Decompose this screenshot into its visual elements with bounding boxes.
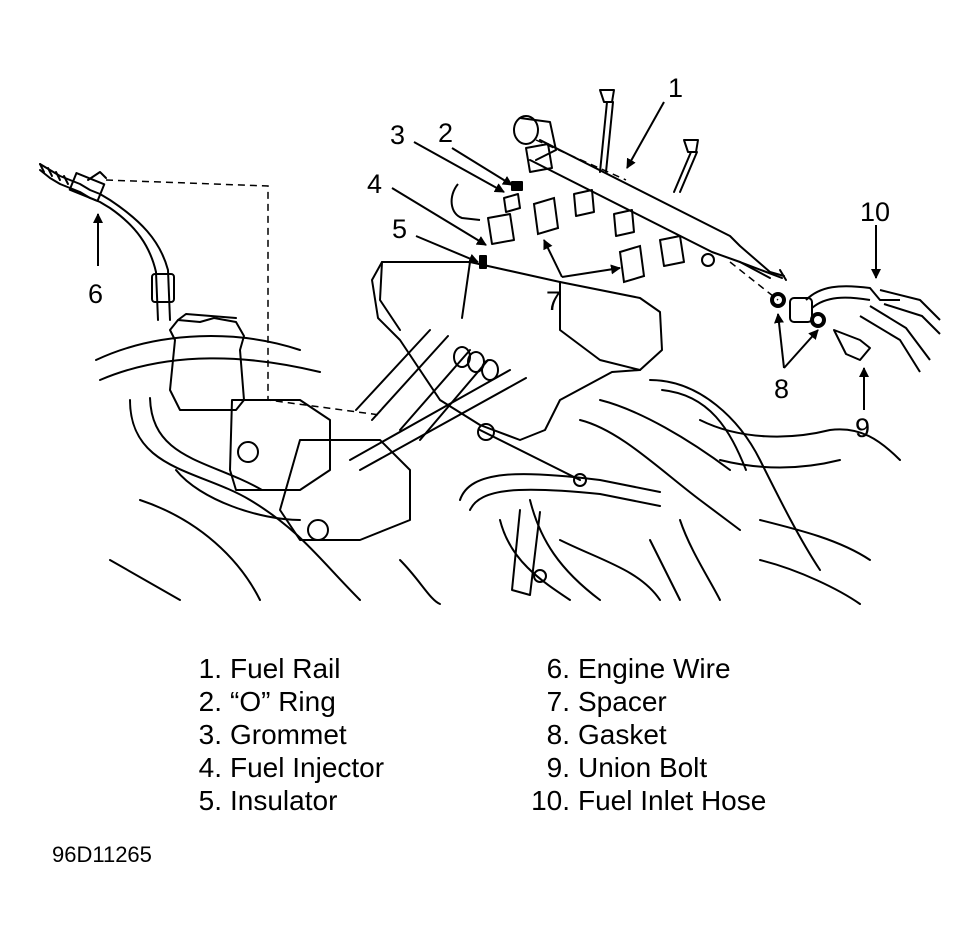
figure-id: 96D11265 [52, 842, 152, 867]
legend-item: 3. Grommet [190, 718, 384, 751]
callout-8: 8 [774, 374, 789, 404]
callout-3: 3 [390, 120, 405, 150]
legend-item: 8. Gasket [524, 718, 766, 751]
legend-label: Fuel Injector [230, 752, 385, 783]
legend-number: 9. [546, 752, 570, 783]
legend-number: 7. [546, 686, 570, 717]
engine-assembly [95, 261, 901, 605]
leader-arrows [93, 101, 881, 410]
legend-item: 1. Fuel Rail [190, 652, 384, 685]
legend-label: Engine Wire [578, 653, 731, 684]
legend-label: Spacer [578, 686, 667, 717]
callout-10: 10 [860, 197, 890, 227]
legend-label: “O” Ring [230, 686, 336, 717]
legend-label: Union Bolt [578, 752, 708, 783]
legend-number: 6. [546, 653, 570, 684]
legend-item: 7. Spacer [524, 685, 766, 718]
legend-item: 6. Engine Wire [524, 652, 766, 685]
spacers [532, 196, 646, 284]
legend-number: 4. [198, 752, 222, 783]
injector-components [450, 181, 523, 269]
dashed-routing-lines [105, 139, 779, 416]
fuel-injection-diagram: 1 2 3 4 5 6 7 8 9 10 [39, 73, 941, 605]
legend-left: 1. Fuel Rail 2. “O” Ring 3. Grommet 4. Fuel … [190, 652, 384, 817]
legend-label: Fuel Rail [230, 653, 341, 684]
legend-label: Gasket [578, 719, 667, 750]
legend-number: 1. [198, 653, 222, 684]
legend-number: 8. [546, 719, 570, 750]
legend-number: 3. [198, 719, 222, 750]
inlet-connection [770, 285, 941, 373]
legend-label: Insulator [230, 785, 338, 816]
legend-item: 10. Fuel Inlet Hose [524, 784, 766, 817]
callout-7: 7 [546, 286, 561, 316]
callout-5: 5 [392, 214, 407, 244]
legend-label: Fuel Inlet Hose [578, 785, 767, 816]
legend-item: 2. “O” Ring [190, 685, 384, 718]
legend-label: Grommet [230, 719, 347, 750]
legend-item: 4. Fuel Injector [190, 751, 384, 784]
legend-right: 6. Engine Wire 7. Spacer 8. Gasket 9. Union … [524, 652, 766, 817]
callout-9: 9 [855, 413, 870, 443]
callout-4: 4 [367, 169, 382, 199]
callout-labels: 1 2 3 4 5 6 7 8 9 10 [88, 73, 890, 443]
callout-1: 1 [668, 73, 683, 103]
callout-6: 6 [88, 279, 103, 309]
legend-number: 2. [198, 686, 222, 717]
legend-number: 5. [198, 785, 222, 816]
legend-item: 9. Union Bolt [524, 751, 766, 784]
engine-wire-harness [39, 163, 175, 321]
fuel-rail-assembly [513, 89, 787, 281]
callout-2: 2 [438, 118, 453, 148]
legend-number: 10. [531, 785, 570, 816]
legend-item: 5. Insulator [190, 784, 384, 817]
